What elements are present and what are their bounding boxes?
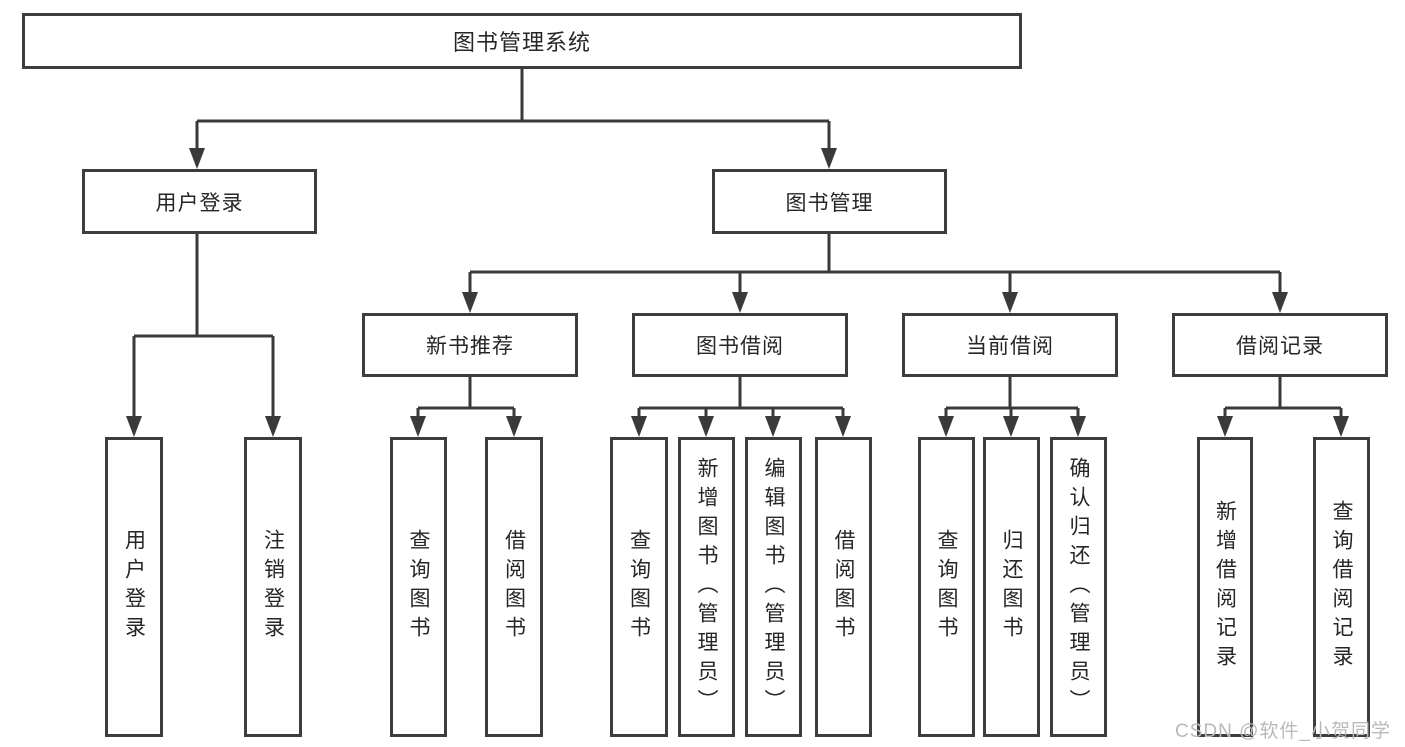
leaf-label: 注销登录 xyxy=(261,529,285,645)
node-book-borrow: 图书借阅 xyxy=(632,313,848,377)
arrow-icon xyxy=(938,416,954,437)
leaf-label: 编辑图书（管理员） xyxy=(762,456,785,718)
leaf-return-book: 归还图书 xyxy=(983,437,1040,737)
connector-book-borrow xyxy=(637,377,845,420)
connector-book-mgmt xyxy=(468,233,1282,296)
node-current-borrow: 当前借阅 xyxy=(902,313,1118,377)
connector-current-borrow xyxy=(944,377,1080,420)
leaf-query-book-3: 查询图书 xyxy=(918,437,975,737)
arrow-icon xyxy=(821,148,837,169)
connector-borrow-record xyxy=(1223,377,1343,420)
leaf-label: 查询图书 xyxy=(407,529,430,645)
leaf-user-login: 用户登录 xyxy=(105,437,163,737)
leaf-borrow-book-2: 借阅图书 xyxy=(815,437,872,737)
leaf-label: 归还图书 xyxy=(1000,529,1023,645)
node-user-login: 用户登录 xyxy=(82,169,317,234)
node-book-management: 图书管理 xyxy=(712,169,947,234)
arrow-icon xyxy=(631,416,647,437)
arrow-icon xyxy=(462,292,478,313)
arrow-icon xyxy=(1070,416,1086,437)
connector-user-login xyxy=(132,233,275,420)
leaf-borrow-book-1: 借阅图书 xyxy=(485,437,543,737)
leaf-add-borrow-record: 新增借阅记录 xyxy=(1197,437,1253,737)
leaf-label: 查询图书 xyxy=(935,529,958,645)
csdn-watermark: CSDN @软件_小贺同学 xyxy=(1175,721,1391,742)
arrow-icon xyxy=(506,416,522,437)
leaf-label: 新增借阅记录 xyxy=(1213,500,1237,674)
leaf-label: 查询借阅记录 xyxy=(1330,500,1353,674)
connector-new-book xyxy=(416,377,516,420)
leaf-query-book-1: 查询图书 xyxy=(390,437,447,737)
arrow-icon xyxy=(1333,416,1349,437)
node-borrow-record: 借阅记录 xyxy=(1172,313,1388,377)
leaf-label: 新增图书（管理员） xyxy=(695,456,718,718)
leaf-label: 用户登录 xyxy=(122,529,146,645)
node-library-system: 图书管理系统 xyxy=(22,13,1022,69)
leaf-label: 查询图书 xyxy=(627,529,651,645)
arrow-icon xyxy=(126,416,142,437)
arrow-icon xyxy=(1272,292,1288,313)
leaf-confirm-return-admin: 确认归还（管理员） xyxy=(1050,437,1107,737)
node-new-book-recommend: 新书推荐 xyxy=(362,313,578,377)
leaf-logout: 注销登录 xyxy=(244,437,302,737)
arrow-icon xyxy=(732,292,748,313)
arrow-icon xyxy=(765,416,781,437)
arrow-icon xyxy=(189,148,205,169)
leaf-label: 借阅图书 xyxy=(502,529,526,645)
arrow-icon xyxy=(265,416,281,437)
arrowheads xyxy=(126,148,1349,437)
leaf-query-book-2: 查询图书 xyxy=(610,437,668,737)
arrow-icon xyxy=(410,416,426,437)
arrow-icon xyxy=(835,416,851,437)
leaf-edit-book-admin: 编辑图书（管理员） xyxy=(745,437,802,737)
arrow-icon xyxy=(1003,416,1019,437)
leaf-label: 确认归还（管理员） xyxy=(1067,456,1090,718)
leaf-query-borrow-record: 查询借阅记录 xyxy=(1313,437,1370,737)
connector-root xyxy=(195,69,831,152)
arrow-icon xyxy=(698,416,714,437)
leaf-add-book-admin: 新增图书（管理员） xyxy=(678,437,735,737)
arrow-icon xyxy=(1002,292,1018,313)
arrow-icon xyxy=(1217,416,1233,437)
leaf-label: 借阅图书 xyxy=(832,529,855,645)
